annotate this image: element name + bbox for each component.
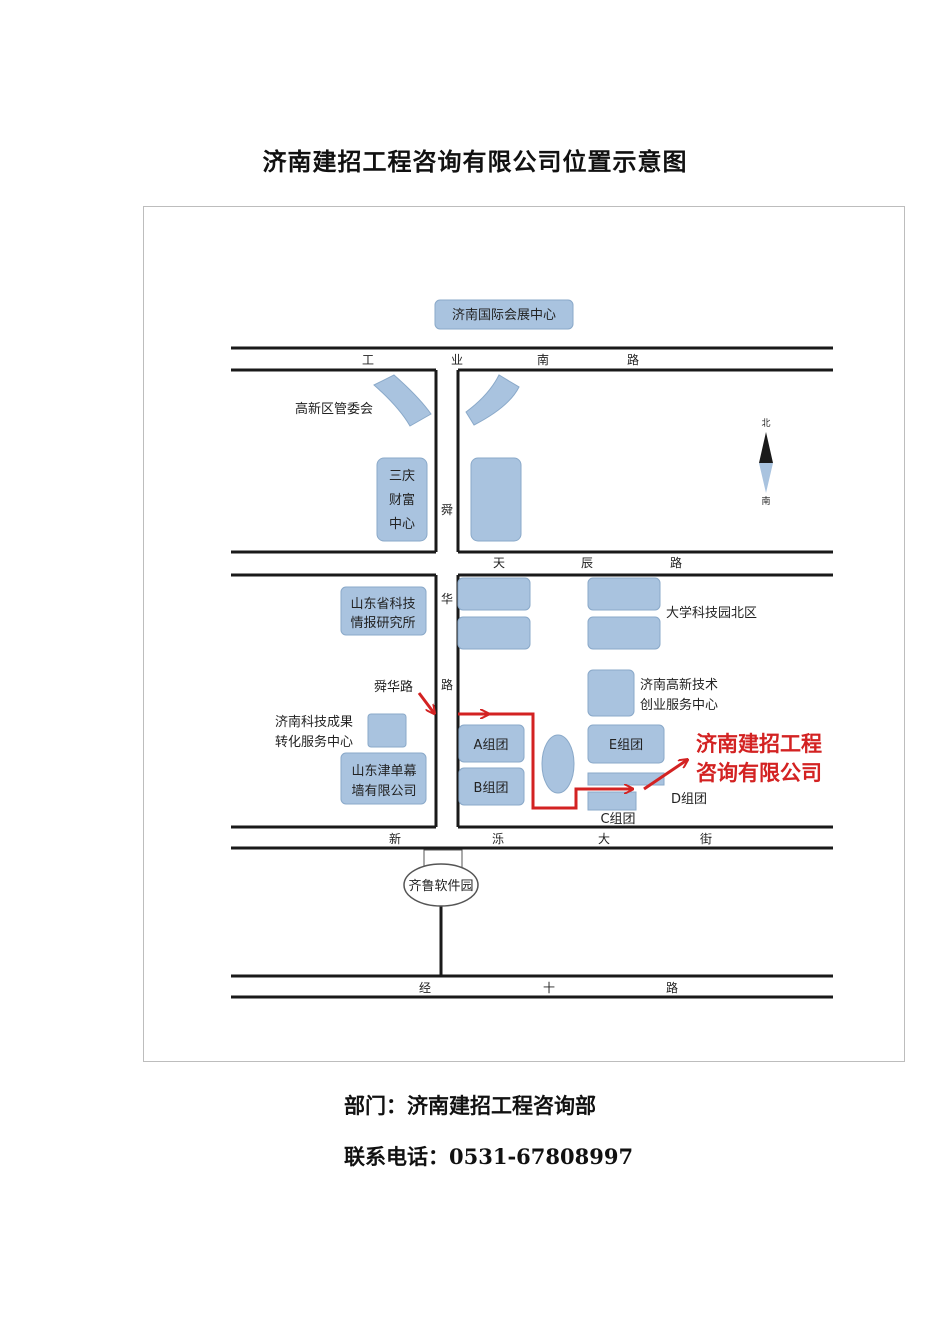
road-xinluo-label: 新 泺 大 街 <box>389 831 712 846</box>
curtain-wall-label-line2: 墙有限公司 <box>351 784 416 799</box>
road-char: 泺 <box>492 832 504 846</box>
tech-results-building <box>367 713 407 748</box>
contact-phone-line: 联系电话：0531-67808997 <box>344 1144 634 1169</box>
block-building <box>470 457 522 542</box>
road-char: 十 <box>543 981 555 995</box>
road-char: 舜 <box>441 502 453 517</box>
sanqing-label-line2: 财富 <box>389 492 415 508</box>
road-char: 路 <box>670 555 682 570</box>
compass-north-label: 北 <box>761 418 770 429</box>
group-c-building <box>587 791 637 811</box>
road-char: 辰 <box>581 556 593 570</box>
univ-park-building <box>587 577 661 611</box>
target-company-label: 济南建招工程 咨询有限公司 <box>696 732 822 785</box>
group-e-building <box>587 724 665 764</box>
department-line: 部门：济南建招工程咨询部 <box>344 1093 596 1118</box>
univ-park-building <box>587 616 661 650</box>
road-char: 路 <box>441 677 453 692</box>
road-char: 路 <box>627 352 639 367</box>
route-arrow-entry <box>417 692 434 713</box>
road-shunhua-label: 舜 华 路 <box>441 502 453 692</box>
compass-south-label: 南 <box>761 495 770 507</box>
road-char: 大 <box>598 832 610 846</box>
road-char: 经 <box>419 981 431 995</box>
road-gongye-label: 工 业 南 路 <box>362 352 639 367</box>
curtain-wall-label-line1: 山东津单幕 <box>351 764 416 779</box>
target-company-line2: 咨询有限公司 <box>696 761 822 785</box>
sanqing-label-line1: 三庆 <box>389 469 415 484</box>
curtain-wall-building <box>340 752 427 805</box>
target-company-line1: 济南建招工程 <box>696 732 822 756</box>
road-char: 业 <box>451 353 463 367</box>
qilu-oval <box>403 863 479 907</box>
tech-results-label-line2: 转化服务中心 <box>275 734 353 750</box>
route-arrow-target <box>643 760 687 791</box>
road-char: 南 <box>537 352 549 367</box>
info-institute-label-line2: 情报研究所 <box>350 616 415 631</box>
info-institute-building <box>340 586 427 636</box>
startup-center-label-line1: 济南高新技术 <box>640 677 718 693</box>
sanqing-building <box>376 457 428 542</box>
route-arrows <box>417 692 687 810</box>
location-map: 工 业 南 路 天 辰 路 新 泺 大 街 经 十 路 舜 华 路 <box>143 206 905 1062</box>
expo-center-building <box>434 299 574 330</box>
gaoxin-committee-building-left <box>373 374 432 427</box>
group-a-building <box>458 724 525 763</box>
road-char: 天 <box>493 556 505 570</box>
gaoxin-committee-label: 高新区管委会 <box>295 401 373 417</box>
road-char: 街 <box>700 832 712 846</box>
startup-center-label-line2: 创业服务中心 <box>640 697 718 713</box>
block-building <box>457 616 531 650</box>
sanqing-label-line3: 中心 <box>389 517 415 532</box>
univ-park-label: 大学科技园北区 <box>666 605 757 621</box>
group-b-building <box>458 767 525 806</box>
road-char: 新 <box>389 831 401 846</box>
road-char: 工 <box>362 353 374 367</box>
info-institute-label-line1: 山东省科技 <box>350 597 415 612</box>
road-char: 华 <box>441 592 453 606</box>
qilu-label: 齐鲁软件园 <box>408 878 473 894</box>
group-b-label: B组团 <box>474 781 509 796</box>
road-jingshi-label: 经 十 路 <box>419 980 678 995</box>
compass-icon: 北 南 <box>759 418 773 507</box>
group-a-label: A组团 <box>474 738 509 753</box>
group-e-label: E组团 <box>609 738 643 753</box>
roads <box>231 346 833 999</box>
group-d-label: D组团 <box>671 792 707 807</box>
shunhua-road-label: 舜华路 <box>374 679 413 695</box>
oval-building <box>541 734 575 794</box>
page-title: 济南建招工程咨询有限公司位置示意图 <box>262 147 688 176</box>
road-tianchen-label: 天 辰 路 <box>493 555 682 570</box>
gaoxin-committee-building-right <box>465 374 520 426</box>
route-path <box>488 712 632 810</box>
block-building <box>457 577 531 611</box>
road-char: 路 <box>666 980 678 995</box>
group-c-label: C组团 <box>600 812 635 827</box>
tech-results-label-line1: 济南科技成果 <box>275 714 353 730</box>
expo-center-label: 济南国际会展中心 <box>452 307 556 323</box>
startup-center-building <box>587 669 635 717</box>
